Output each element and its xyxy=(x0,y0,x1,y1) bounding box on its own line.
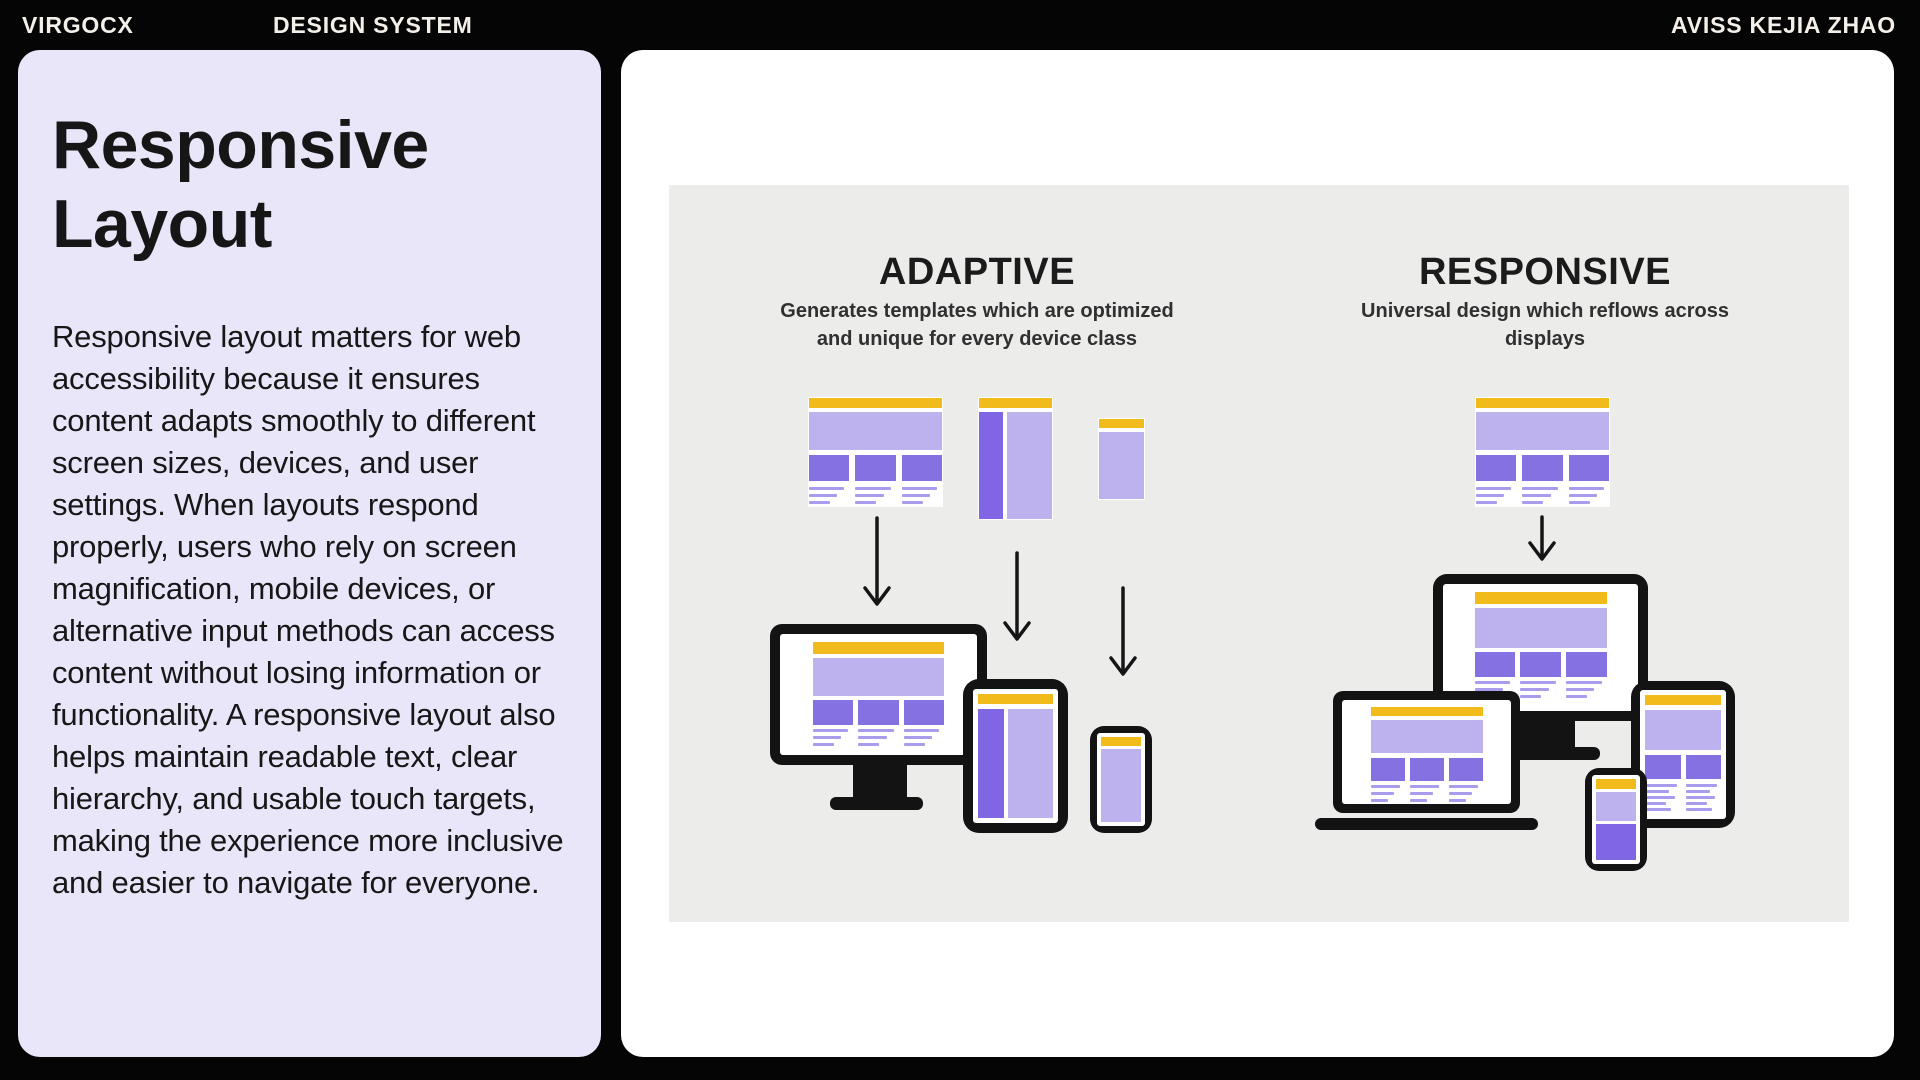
adaptive-arrow-desktop-icon xyxy=(863,516,891,606)
diagram-canvas: ADAPTIVE Generates templates which are o… xyxy=(669,185,1849,922)
tablet-screen xyxy=(973,689,1058,823)
tablet-wireframe xyxy=(1640,690,1726,819)
responsive-arrow-icon xyxy=(1528,515,1556,561)
card-row xyxy=(809,455,942,481)
adaptive-tablet-device xyxy=(963,679,1068,833)
illustration-panel: ADAPTIVE Generates templates which are o… xyxy=(621,50,1894,1057)
content-area: Responsive Layout Responsive layout matt… xyxy=(0,50,1920,1057)
responsive-subtitle: Universal design which reflows across di… xyxy=(1361,300,1729,350)
tablet-wireframe xyxy=(973,689,1058,823)
adaptive-arrow-mobile-icon xyxy=(1109,586,1137,676)
navbar-block xyxy=(809,398,942,408)
navbar-block xyxy=(979,398,1052,408)
responsive-desktop-monitor xyxy=(1433,574,1648,721)
adaptive-desktop-template xyxy=(808,397,943,507)
adaptive-desktop-monitor xyxy=(770,624,987,765)
navbar-block xyxy=(1099,419,1144,428)
brand-logo: VIRGOCX xyxy=(22,11,134,38)
desktop-wireframe xyxy=(813,634,944,755)
topbar-author: AVISS KEJIA ZHAO xyxy=(1671,11,1896,38)
desktop-wireframe xyxy=(1474,584,1607,711)
adaptive-subtitle: Generates templates which are optimized … xyxy=(780,300,1174,350)
monitor-screen xyxy=(780,634,977,755)
phone-screen xyxy=(1097,733,1145,826)
page-title: Responsive Layout xyxy=(52,107,429,262)
phone-screen xyxy=(1592,775,1640,864)
responsive-tablet-device xyxy=(1631,681,1735,828)
responsive-phone-device xyxy=(1585,768,1647,871)
adaptive-phone-device xyxy=(1090,726,1152,833)
content-block xyxy=(1007,412,1052,519)
monitor-screen xyxy=(1443,584,1638,711)
body-paragraph: Responsive layout matters for web access… xyxy=(52,319,564,900)
monitor-stand xyxy=(853,764,907,801)
laptop-wireframe xyxy=(1370,700,1483,804)
laptop-base xyxy=(1315,818,1538,830)
sidebar-block xyxy=(979,412,1003,519)
navbar-block xyxy=(1476,398,1609,408)
column-row xyxy=(979,412,1052,519)
hero-block xyxy=(1476,412,1609,450)
responsive-laptop-device xyxy=(1333,691,1520,813)
monitor-base xyxy=(830,797,923,810)
content-block xyxy=(1099,432,1144,499)
adaptive-mobile-template xyxy=(1098,418,1145,500)
tablet-screen xyxy=(1640,690,1726,819)
card-row xyxy=(1476,455,1609,481)
topbar: VIRGOCX DESIGN SYSTEM AVISS KEJIA ZHAO xyxy=(0,0,1920,50)
topbar-title: DESIGN SYSTEM xyxy=(273,11,473,38)
text-lines xyxy=(809,487,942,504)
responsive-heading: RESPONSIVE xyxy=(1418,251,1672,293)
phone-wireframe xyxy=(1097,733,1145,826)
text-lines xyxy=(1476,487,1609,504)
adaptive-tablet-template xyxy=(978,397,1053,520)
laptop-screen xyxy=(1342,700,1511,804)
responsive-template xyxy=(1475,397,1610,507)
adaptive-heading: ADAPTIVE xyxy=(878,251,1076,293)
adaptive-arrow-tablet-icon xyxy=(1003,551,1031,641)
hero-block xyxy=(809,412,942,450)
phone-wireframe xyxy=(1592,775,1640,864)
text-panel: Responsive Layout Responsive layout matt… xyxy=(18,50,601,1057)
